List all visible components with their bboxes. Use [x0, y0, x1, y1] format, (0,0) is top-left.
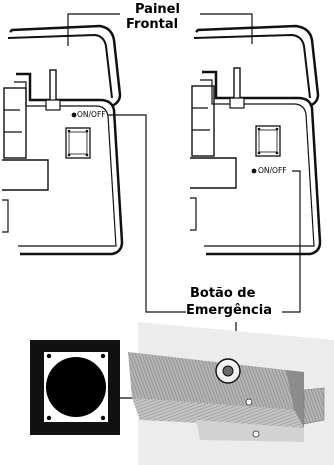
front-panel-label-line1: Painel [135, 2, 180, 17]
left-machine-illustration [2, 24, 124, 256]
onoff-label-left: ON/OFF [77, 110, 106, 119]
machine-detail-illustration [128, 322, 334, 465]
emergency-button-label-line1: Botão de [190, 286, 256, 301]
right-machine-illustration [190, 24, 322, 256]
emergency-button-label-line2: Emergência [186, 303, 272, 318]
onoff-label-right: ON/OFF [258, 166, 287, 175]
front-panel-label-line2: Frontal [126, 17, 179, 32]
emergency-button-inset [30, 340, 120, 435]
